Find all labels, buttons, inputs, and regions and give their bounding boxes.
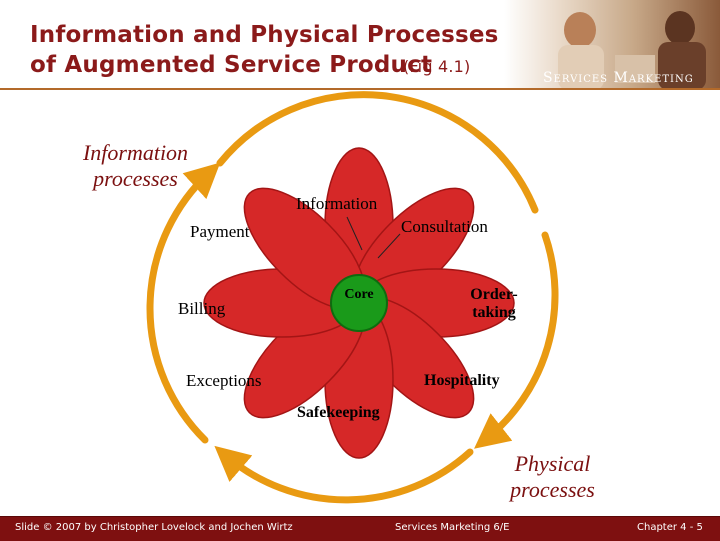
ring-arc-top <box>216 91 539 214</box>
footer-course: Services Marketing 6/E <box>395 522 510 533</box>
petal-label-consultation: Consultation <box>401 217 488 236</box>
footer-copyright: Slide © 2007 by Christopher Lovelock and… <box>15 522 293 533</box>
physical-processes-line2: processes <box>510 477 595 502</box>
information-processes-line2: processes <box>93 166 178 191</box>
slide-title: Information and Physical Processes of Au… <box>30 20 530 80</box>
header-photo <box>558 11 706 90</box>
slide-title-main: Information and Physical Processes of Au… <box>30 22 499 78</box>
physical-processes-line1: Physical <box>514 451 591 476</box>
leader-information <box>346 216 363 251</box>
petal-label-information: Information <box>296 194 378 213</box>
ring-arc-right <box>474 231 559 449</box>
slide-title-fig: (Fig 4.1) <box>403 57 471 76</box>
flower-petals <box>203 147 515 459</box>
ring-arc-bottom <box>214 445 474 504</box>
petal-label-order-taking: Order- taking <box>464 286 524 322</box>
slide-footer: Slide © 2007 by Christopher Lovelock and… <box>0 516 720 541</box>
order-taking-line2: taking <box>472 304 516 321</box>
petal-label-billing: Billing <box>178 299 226 318</box>
core-label: Core <box>344 287 374 302</box>
physical-processes-label: Physical processes <box>495 451 610 503</box>
information-processes-line1: Information <box>82 140 189 165</box>
information-processes-label: Information processes <box>68 140 203 192</box>
petal-label-safekeeping: Safekeeping <box>297 404 380 421</box>
header-divider <box>0 88 720 90</box>
footer-page-number: Chapter 4 - 5 <box>637 522 703 533</box>
process-ring <box>146 91 559 504</box>
petal-label-exceptions: Exceptions <box>186 371 262 390</box>
brand-logo: Services Marketing <box>543 70 694 86</box>
leader-lines <box>346 216 401 259</box>
slide-header: Information and Physical Processes of Au… <box>0 0 720 90</box>
petal-label-payment: Payment <box>190 222 250 241</box>
core-circle <box>330 274 388 332</box>
order-taking-line1: Order- <box>470 286 518 303</box>
ring-arc-left <box>146 162 221 444</box>
petal-label-hospitality: Hospitality <box>424 372 500 389</box>
leader-consultation <box>377 233 401 259</box>
